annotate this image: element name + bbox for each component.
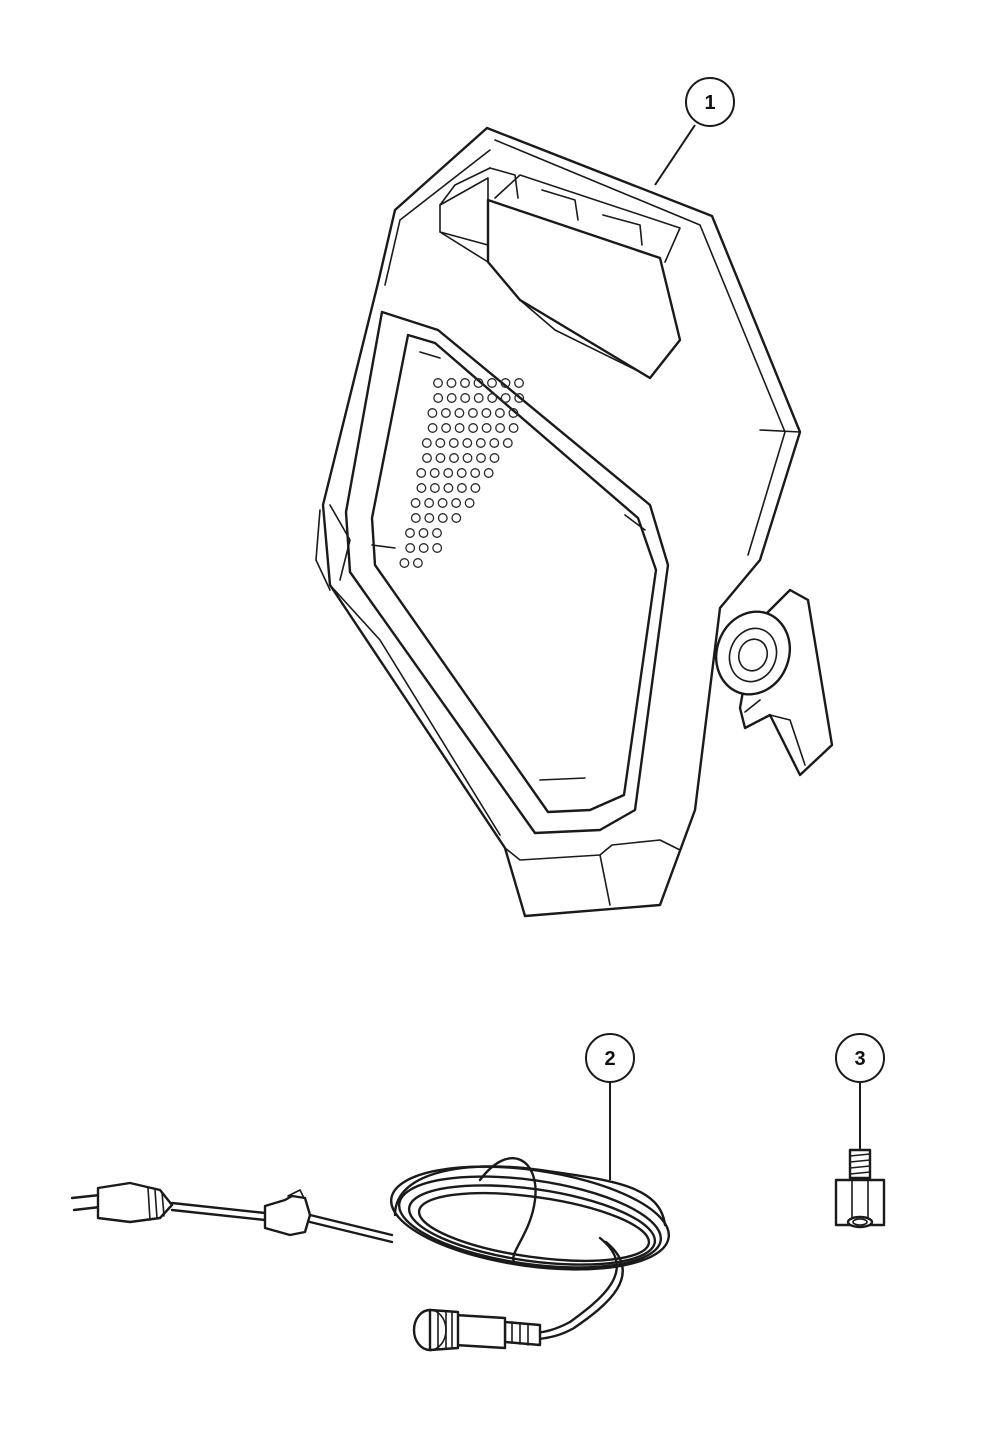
led-dot — [410, 513, 421, 523]
led-dot — [451, 513, 462, 523]
led-dot — [462, 438, 473, 448]
led-dot — [470, 468, 481, 478]
led-dot — [437, 513, 448, 523]
led-dot — [448, 438, 459, 448]
led-dot — [437, 498, 448, 508]
led-dot — [508, 408, 519, 418]
led-dot — [500, 378, 511, 388]
led-dot — [446, 378, 457, 388]
led-dot — [412, 558, 423, 568]
led-dot — [487, 378, 497, 388]
led-dot — [473, 393, 484, 403]
led-dot — [500, 393, 511, 403]
led-dot — [429, 468, 440, 478]
led-dot — [476, 453, 486, 463]
led-dot — [456, 483, 467, 493]
led-dot — [467, 408, 478, 418]
callout-1: 1 — [654, 77, 735, 186]
led-dot — [470, 483, 481, 493]
led-dot — [427, 408, 438, 418]
led-dot — [432, 528, 442, 538]
led-dot — [468, 423, 479, 433]
led-dot — [460, 378, 470, 388]
led-dot — [443, 468, 454, 478]
led-dot — [454, 408, 465, 418]
led-dot — [435, 453, 446, 463]
led-dot — [405, 543, 416, 553]
led-dot — [481, 408, 492, 418]
led-dot — [418, 543, 429, 553]
led-dot — [495, 423, 506, 433]
led-dot — [446, 393, 457, 403]
led-dot — [473, 378, 484, 388]
led-dot — [514, 393, 525, 403]
led-dot — [429, 483, 440, 493]
led-dot — [424, 498, 435, 508]
led-dot — [449, 453, 459, 463]
led-dot — [464, 498, 475, 508]
led-dot — [454, 423, 465, 433]
led-dot — [399, 558, 410, 568]
led-dot — [433, 393, 444, 403]
led-dot — [502, 438, 513, 448]
callout-label-1: 1 — [704, 92, 715, 114]
thread-adapter-icon — [834, 1148, 886, 1229]
power-cable-icon — [70, 1157, 670, 1352]
led-dot — [435, 438, 446, 448]
led-dot — [432, 543, 443, 553]
led-dot — [433, 378, 443, 388]
led-dot — [440, 408, 451, 418]
led-dot — [483, 468, 494, 478]
led-dot — [489, 438, 500, 448]
led-dot — [421, 438, 432, 448]
callout-label-3: 3 — [854, 1048, 865, 1070]
led-dot — [489, 453, 500, 463]
led-dot — [508, 423, 519, 433]
led-dot — [416, 483, 427, 493]
callout-label-2: 2 — [604, 1048, 615, 1070]
callout-3: 3 — [835, 1033, 885, 1150]
floodlight-icon — [315, 126, 834, 918]
led-dot — [451, 498, 462, 508]
led-dot — [441, 423, 452, 433]
led-dot — [443, 483, 454, 493]
led-dot — [462, 453, 473, 463]
led-dot — [427, 423, 438, 433]
led-dot — [481, 423, 492, 433]
led-dot — [416, 468, 427, 478]
led-dot — [487, 393, 498, 403]
led-dot — [405, 528, 415, 538]
led-array-icon — [399, 378, 525, 568]
led-dot — [460, 393, 471, 403]
led-dot — [475, 438, 486, 448]
callout-2: 2 — [585, 1033, 635, 1180]
led-dot — [418, 528, 429, 538]
led-dot — [494, 408, 505, 418]
led-dot — [424, 513, 435, 523]
led-dot — [514, 378, 524, 388]
led-dot — [422, 453, 432, 463]
led-dot — [456, 468, 467, 478]
led-dot — [410, 498, 421, 508]
adjustment-knob-icon — [715, 610, 791, 696]
